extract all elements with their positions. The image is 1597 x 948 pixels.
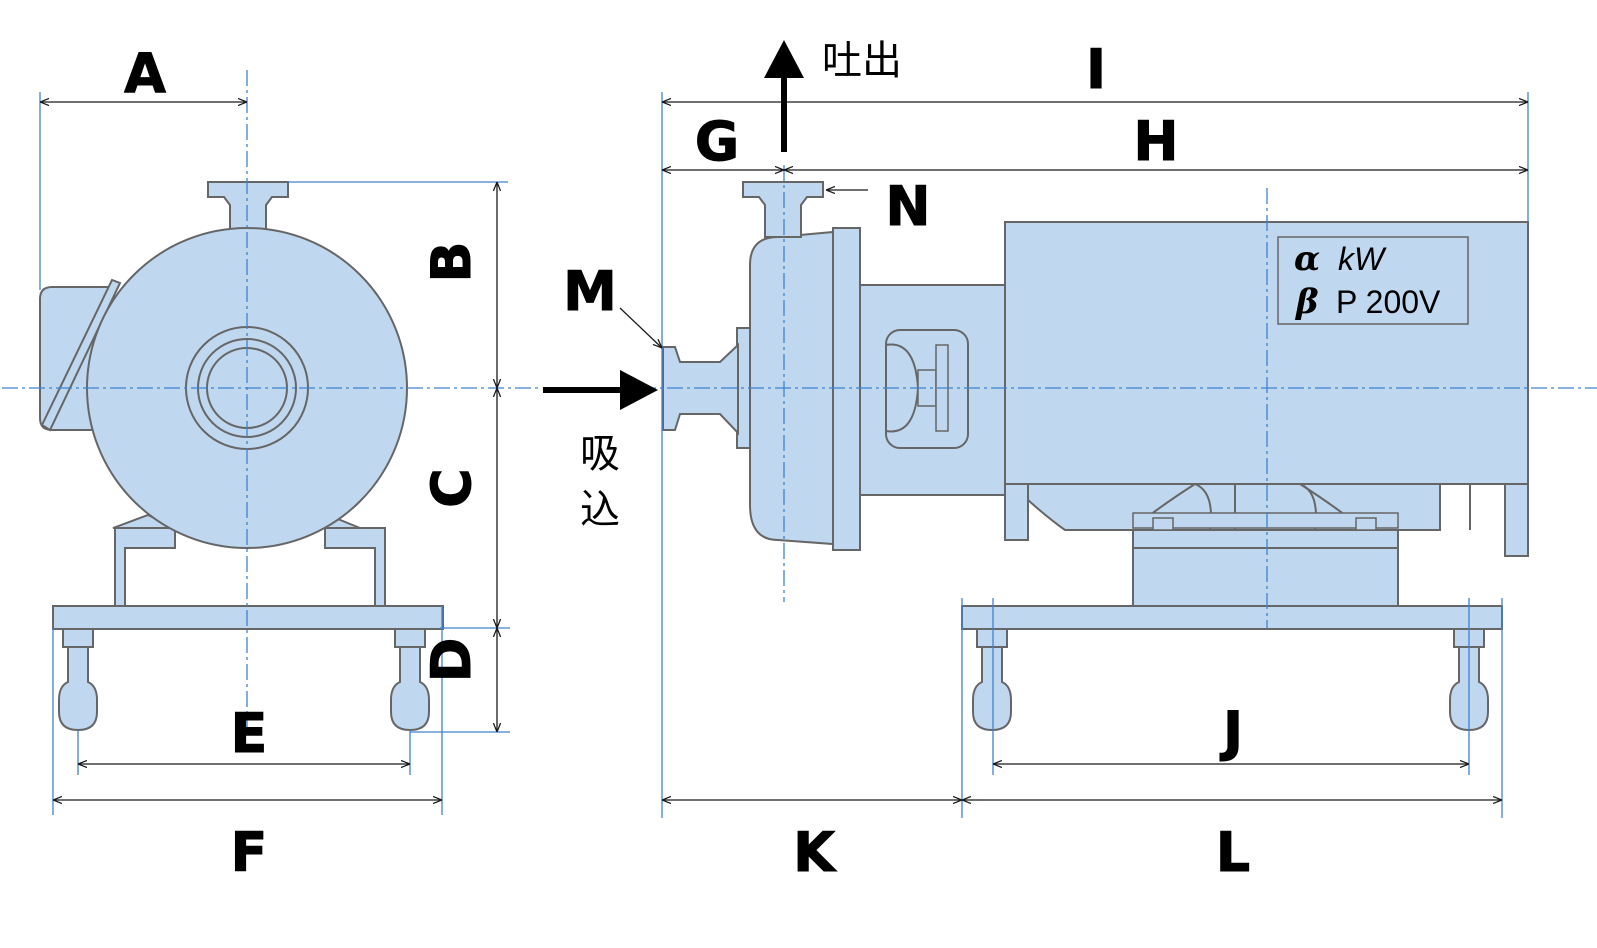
dim-label-c: C: [420, 468, 483, 508]
nameplate-beta: β: [1294, 282, 1319, 322]
discharge-label: 吐出: [822, 38, 902, 84]
discharge-flow-arrow: [764, 40, 804, 152]
dim-label-m: M: [563, 260, 617, 323]
suction-flow-arrow: [543, 370, 658, 410]
dim-label-d: D: [420, 638, 483, 683]
dim-label-e: E: [231, 702, 268, 765]
front-base-frame: [52, 513, 444, 732]
side-bracket: [859, 284, 1006, 496]
dimension-lines: [40, 102, 1528, 800]
dim-label-k: K: [793, 821, 837, 884]
nameplate-voltage: P 200V: [1336, 284, 1441, 320]
front-view: [39, 181, 444, 732]
dim-label-j: J: [1219, 700, 1243, 763]
motor-nameplate: [1277, 236, 1469, 325]
side-discharge-nozzle: [742, 181, 824, 238]
dim-label-l: L: [1216, 821, 1250, 884]
dim-label-n: N: [885, 175, 930, 238]
dim-label-f: F: [231, 821, 268, 884]
suction-label-line1: 吸: [580, 431, 620, 477]
side-suction-inlet: [662, 342, 739, 436]
nameplate-kw: kW: [1338, 241, 1387, 277]
dim-label-a: A: [124, 42, 166, 105]
extension-lines: [39, 92, 1529, 818]
side-view: [662, 181, 1529, 732]
nameplate-alpha: α: [1294, 239, 1320, 279]
side-pump-casing: [736, 227, 861, 551]
suction-label-line2: 込: [580, 487, 620, 533]
dim-label-g: G: [695, 110, 739, 173]
dim-label-b: B: [420, 241, 483, 282]
dim-label-i: I: [1086, 38, 1106, 101]
dim-label-h: H: [1133, 110, 1178, 173]
centerlines: [2, 70, 1597, 730]
